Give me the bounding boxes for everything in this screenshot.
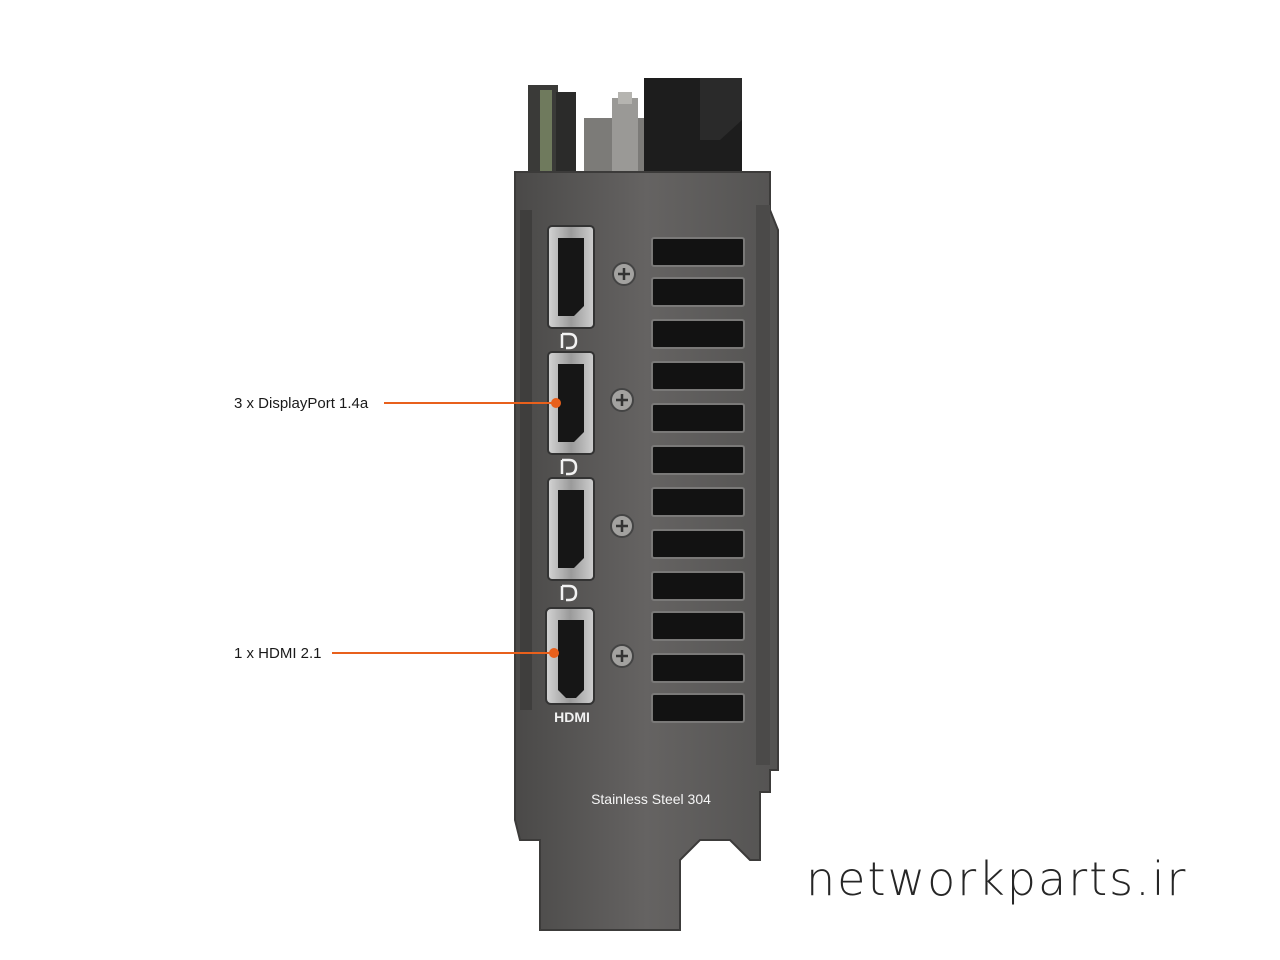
material-label: Stainless Steel 304 <box>591 791 711 807</box>
screw-icon <box>610 262 636 668</box>
displayport-logo-icon <box>560 332 578 602</box>
displayport-2 <box>547 351 595 455</box>
callout-hdmi-label: 1 x HDMI 2.1 <box>234 645 322 662</box>
callout-hdmi-line <box>332 652 554 654</box>
callout-hdmi-dot <box>549 648 559 658</box>
hdmi-port <box>545 607 595 705</box>
watermark-text: networkparts.ir <box>806 852 1188 906</box>
hdmi-label: HDMI <box>554 709 590 725</box>
callout-displayport-label: 3 x DisplayPort 1.4a <box>234 395 369 412</box>
displayport-3 <box>547 477 595 581</box>
callout-displayport-dot <box>551 398 561 408</box>
vent-slots <box>651 237 745 723</box>
callout-displayport-line <box>384 402 556 404</box>
pcb-edge <box>528 85 576 180</box>
displayport-1 <box>547 225 595 329</box>
heatsink-top <box>584 78 742 178</box>
